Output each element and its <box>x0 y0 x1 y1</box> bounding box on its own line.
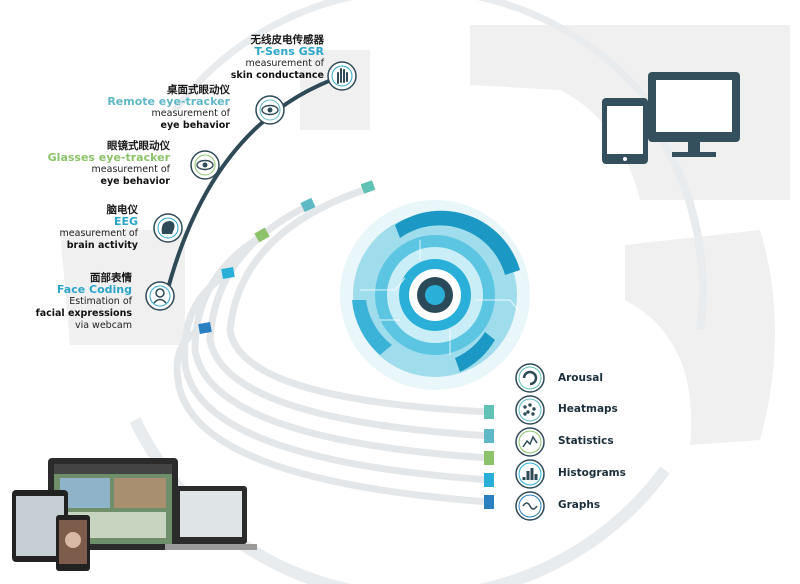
sensor-name-en: T-Sens GSR <box>254 45 324 58</box>
sensor-desc-bold: facial expressions <box>35 308 132 319</box>
sensor-desc-bold: brain activity <box>66 240 138 251</box>
output-label-heatmaps: Heatmaps <box>558 403 618 415</box>
output-label-graphs: Graphs <box>558 499 601 511</box>
sensor-name-cn: 无线皮电传感器 <box>250 34 325 46</box>
output-label-statistics: Statistics <box>558 435 614 447</box>
graph-icon <box>515 491 545 521</box>
hand-icon <box>327 61 357 91</box>
statistics-icon <box>515 427 545 457</box>
sensor-name-cn: 面部表情 <box>90 272 132 284</box>
sensor-desc-bold: skin conductance <box>230 70 324 81</box>
sensor-label-glasses-eye-tracker: 眼镜式眼动仪 Glasses eye-tracker measurement o… <box>48 140 170 188</box>
output-label-histograms: Histograms <box>558 467 626 479</box>
eye-icon <box>255 95 285 125</box>
arc-markers <box>198 180 494 509</box>
sensor-label-eeg: 脑电仪 EEG measurement of brain activity <box>60 204 138 252</box>
sensor-desc-bold: eye behavior <box>160 120 230 131</box>
sensor-label-gsr: 无线皮电传感器 T-Sens GSR measurement of skin c… <box>231 34 324 82</box>
sensor-desc: Estimation of <box>69 296 132 307</box>
sensor-name-cn: 眼镜式眼动仪 <box>107 140 170 152</box>
sensor-desc: measurement of <box>245 58 324 69</box>
eye-icon <box>190 150 220 180</box>
histogram-icon <box>515 459 545 489</box>
sensor-label-remote-eye-tracker: 桌面式眼动仪 Remote eye-tracker measurement of… <box>107 84 230 132</box>
sensor-desc: measurement of <box>59 228 138 239</box>
output-label-arousal: Arousal <box>558 372 603 384</box>
head-icon <box>153 213 183 243</box>
sensor-desc-extra: via webcam <box>74 320 132 331</box>
sensor-label-face-coding: 面部表情 Face Coding Estimation of facial ex… <box>36 272 132 332</box>
central-hub <box>340 200 530 390</box>
sensor-desc: measurement of <box>91 164 170 175</box>
sensor-name-en: Remote eye-tracker <box>107 95 230 108</box>
concentric-arcs <box>173 184 491 506</box>
sensor-name-cn: 脑电仪 <box>106 204 139 216</box>
sensor-name-en: Glasses eye-tracker <box>47 151 170 164</box>
device-collage-icon <box>12 458 257 571</box>
sensor-name-en: EEG <box>113 215 138 228</box>
face-icon <box>145 281 175 311</box>
sensor-arc <box>163 73 346 301</box>
heatmap-icon <box>515 395 545 425</box>
sensor-name-cn: 桌面式眼动仪 <box>167 84 230 96</box>
tablet-icon <box>602 98 648 164</box>
arousal-icon <box>515 363 545 393</box>
sensor-name-en: Face Coding <box>56 283 132 296</box>
sensor-desc-bold: eye behavior <box>100 176 170 187</box>
sensor-desc: measurement of <box>151 108 230 119</box>
desktop-monitor-icon <box>648 72 740 157</box>
